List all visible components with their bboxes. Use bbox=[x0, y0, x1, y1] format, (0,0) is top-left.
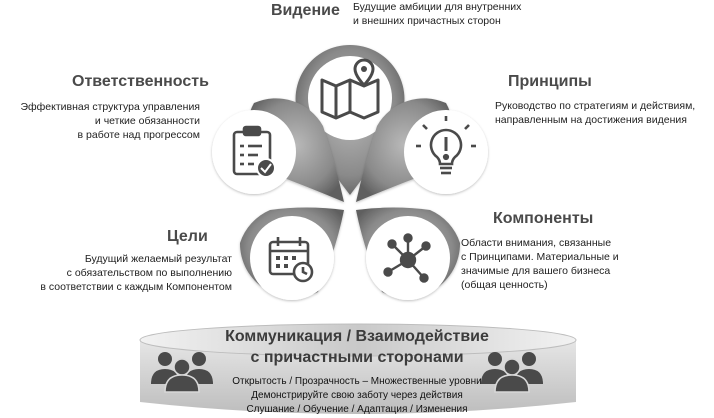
goals-desc-line: Будущий желаемый результат bbox=[84, 253, 232, 265]
lightbulb-icon bbox=[416, 116, 476, 175]
network-icon bbox=[383, 233, 431, 283]
petal-principles bbox=[356, 98, 488, 202]
goals-desc-line: в соответствии с каждым Компонентом bbox=[40, 281, 232, 293]
map-pin-icon bbox=[320, 58, 380, 120]
responsibility-description: Эффективная структура управления и четки… bbox=[4, 100, 200, 142]
components-desc-line: Области внимания, связанные bbox=[461, 237, 612, 249]
vision-desc-line: и внешних причастных сторон bbox=[353, 15, 501, 27]
vision-desc-line: Будущие амбиции для внутренних bbox=[353, 1, 522, 13]
vision-description: Будущие амбиции для внутренних и внешних… bbox=[353, 0, 521, 28]
people-group-icon bbox=[151, 352, 213, 393]
principles-desc-line: направленным на достижения видения bbox=[495, 114, 687, 126]
components-desc-line: значимые для вашего бизнеса bbox=[461, 265, 611, 277]
responsibility-desc-line: и четкие обязанности bbox=[94, 115, 200, 127]
responsibility-title: Ответственность bbox=[72, 73, 209, 90]
base-sub-line: Открытость / Прозрачность – Множественны… bbox=[232, 376, 482, 387]
components-title: Компоненты bbox=[493, 210, 594, 227]
petal-goals bbox=[239, 207, 344, 300]
principles-title: Принципы bbox=[508, 73, 592, 90]
clipboard-check-icon bbox=[232, 125, 276, 178]
petal-responsibility bbox=[212, 98, 344, 202]
responsibility-desc-line: в работе над прогрессом bbox=[77, 129, 200, 141]
principles-description: Руководство по стратегиям и действиям, н… bbox=[495, 99, 695, 127]
goals-desc-line: с обязательством по выполнению bbox=[66, 267, 232, 279]
base-title-line-2: с причастными сторонами bbox=[250, 349, 464, 366]
components-desc-line: с Принципами. Материальные и bbox=[461, 251, 619, 263]
base-sub-line: Слушание / Обучение / Адаптация / Измене… bbox=[246, 404, 468, 415]
stakeholder-base-band bbox=[139, 323, 577, 414]
responsibility-desc-line: Эффективная структура управления bbox=[20, 101, 200, 113]
base-sub-line: Демонстрируйте свою заботу через действи… bbox=[251, 390, 463, 401]
base-title-line-1: Коммуникация / Взаимодействие bbox=[225, 328, 489, 345]
vision-title: Видение bbox=[271, 2, 340, 19]
components-description: Области внимания, связанные с Принципами… bbox=[461, 236, 619, 292]
people-group-icon bbox=[481, 352, 543, 393]
principles-desc-line: Руководство по стратегиям и действиям, bbox=[495, 100, 696, 112]
goals-title: Цели bbox=[167, 228, 208, 245]
calendar-clock-icon bbox=[268, 237, 314, 283]
components-desc-line: (общая ценность) bbox=[461, 279, 548, 291]
goals-description: Будущий желаемый результат с обязательст… bbox=[20, 252, 232, 294]
base-subtitle: Открытость / Прозрачность – Множественны… bbox=[0, 375, 714, 417]
